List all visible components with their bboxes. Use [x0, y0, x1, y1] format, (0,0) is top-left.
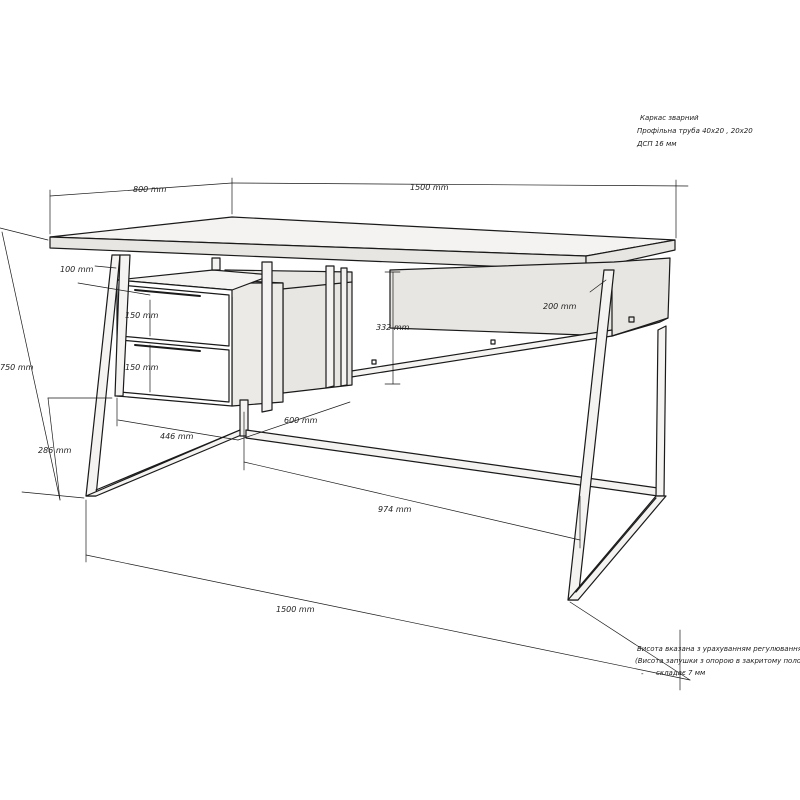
dim-line-600 [237, 401, 351, 441]
dim-line-1500-top [231, 182, 689, 187]
note-line: ДСП 16 мм [636, 140, 677, 148]
note-line: Профільна труба 40х20 , 20х20 [637, 127, 753, 135]
back-rail [344, 329, 613, 379]
dim-line-800 [49, 182, 233, 197]
drawer-2-handle [134, 344, 201, 352]
post-2 [261, 261, 273, 413]
post-1 [211, 257, 221, 271]
left-inner-leg [114, 254, 131, 397]
drawer-1-handle [134, 289, 201, 297]
right-base [567, 495, 667, 601]
dim-line-1500-bottom [85, 554, 691, 681]
left-base-inner [95, 429, 241, 491]
note-line: складає 7 мм [656, 669, 706, 677]
dim-label-top-width: 1500 mm [410, 183, 449, 192]
bracket-icon [490, 339, 496, 345]
notes-top: Каркас зварний Профільна труба 40х20 , 2… [636, 114, 753, 148]
dim-line-974 [243, 461, 581, 541]
bracket-icon [628, 316, 635, 323]
dim-label-leg-offset: 286 mm [38, 446, 72, 455]
bracket-icon [371, 359, 377, 365]
dim-line-100 [77, 282, 151, 296]
dim-label-base-width: 1500 mm [276, 605, 315, 614]
dim-label-inner-span: 974 mm [378, 505, 412, 514]
dim-label-top-depth: 800 mm [133, 185, 167, 194]
post-3 [325, 265, 335, 389]
ext-line [94, 265, 117, 269]
shelf-line [271, 281, 353, 291]
note-line: (Висота запушки з опорою в закритому пол… [635, 657, 800, 665]
post-4 [340, 267, 348, 387]
right-rear-leg [655, 325, 667, 497]
apron-bottom [611, 317, 669, 337]
ext-line [21, 491, 85, 499]
dim-line-286 [47, 397, 61, 501]
dim-line-750 [1, 231, 61, 501]
right-base-inner [575, 497, 657, 593]
note-line: Висота вказана з урахуванням регулювання… [637, 645, 800, 653]
left-front-leg [85, 254, 121, 497]
dim-label-total-height: 750 mm [0, 363, 34, 372]
dim-label-height-back: 332 mm [376, 323, 410, 332]
note-line: - [641, 670, 644, 678]
dim-label-shelf-gap: 100 mm [60, 265, 94, 274]
dim-label-apron: 200 mm [543, 302, 577, 311]
dim-label-drawer-2: 150 mm [125, 363, 159, 372]
note-line: Каркас зварний [640, 114, 699, 122]
dim-line-200 [589, 279, 607, 293]
dim-label-drawer-1: 150 mm [125, 311, 159, 320]
dim-label-cabinet-width: 446 mm [160, 432, 194, 441]
ext-line [0, 227, 49, 241]
bottom-stretcher [245, 429, 659, 497]
back-panel [389, 257, 671, 337]
ext-line [569, 601, 691, 681]
dim-label-cabinet-depth: 600 mm [284, 416, 318, 425]
dim-line-446 [117, 419, 239, 441]
notes-bottom: Висота вказана з урахуванням регулювання… [635, 645, 800, 678]
